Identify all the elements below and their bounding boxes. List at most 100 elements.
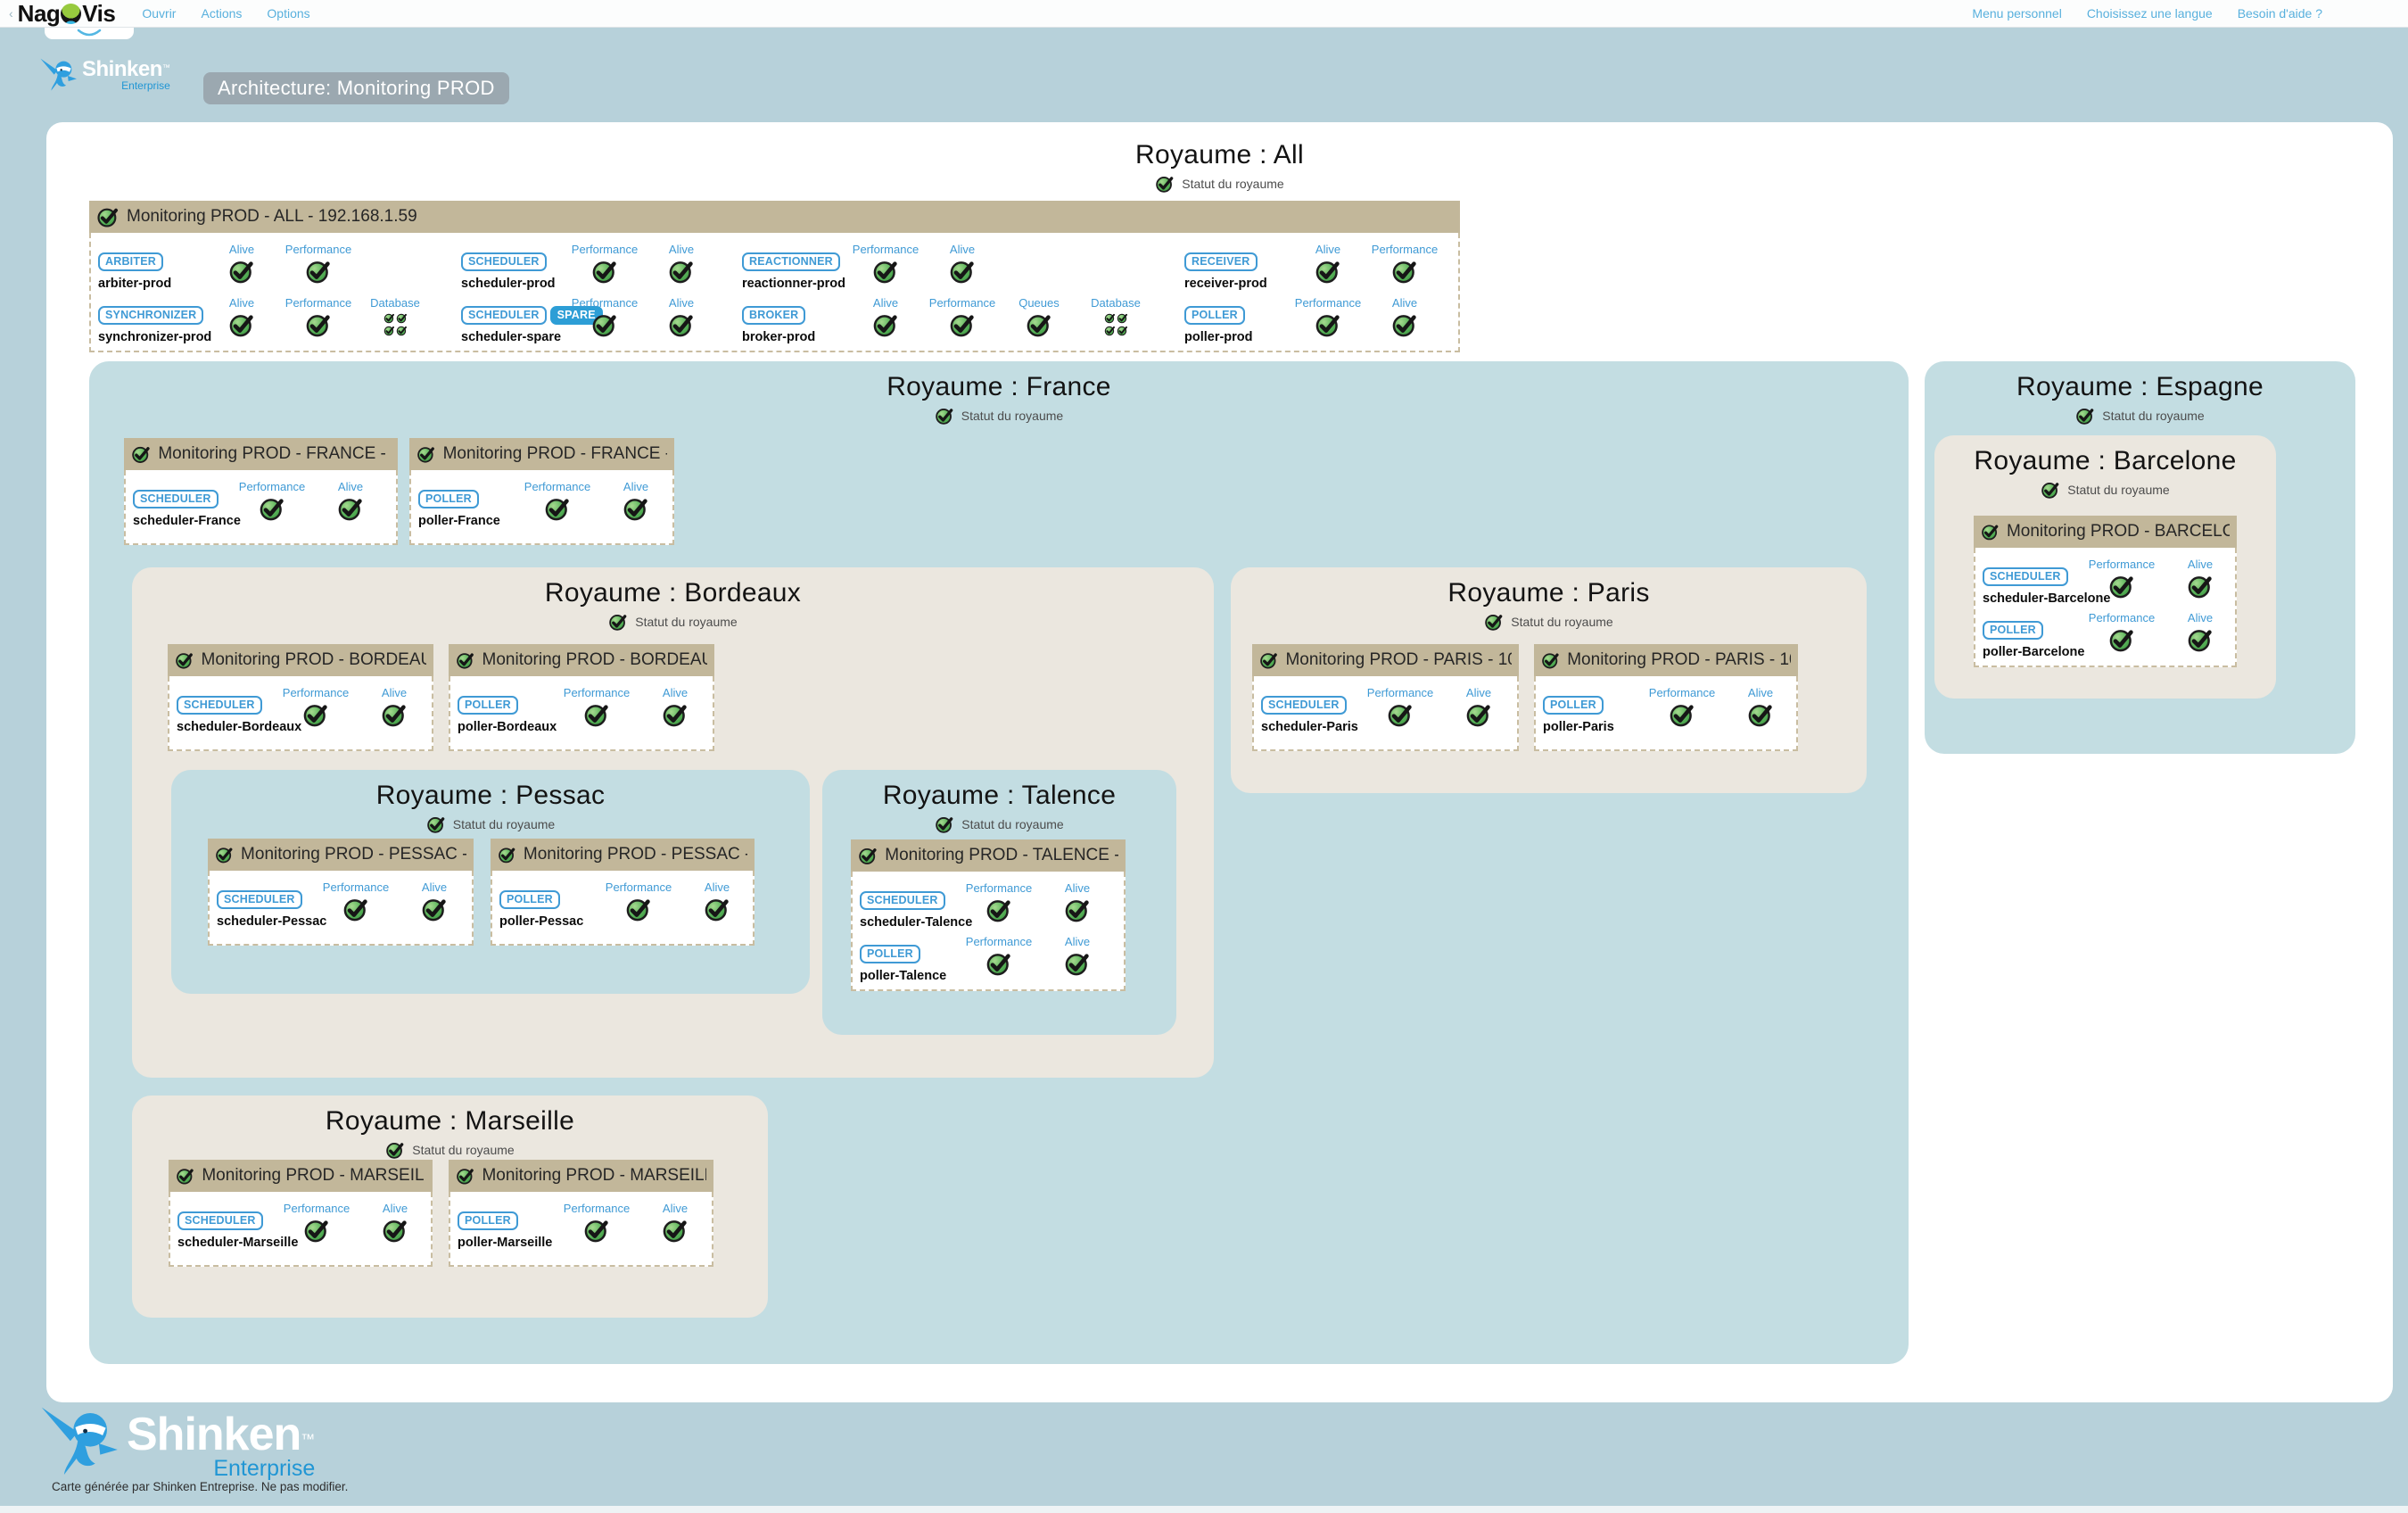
node-name[interactable]: arbiter-prod (98, 277, 172, 291)
service-database[interactable]: Database (357, 294, 433, 336)
node-name[interactable]: poller-Barcelone (1983, 645, 2085, 659)
status-ok-icon[interactable] (385, 1140, 405, 1160)
node-name[interactable]: scheduler-Pessac (217, 914, 327, 929)
node-name[interactable]: poller-Talence (860, 969, 947, 983)
service-status-ok-icon[interactable] (668, 258, 695, 285)
node-type-badge[interactable]: POLLER (418, 490, 479, 508)
monitoring-box-header[interactable]: Monitoring PROD - MARSEILLE - ... (169, 1160, 433, 1192)
node-name[interactable]: poller-France (418, 514, 500, 528)
service-performance[interactable]: Performance (924, 294, 1001, 338)
node-name[interactable]: poller-Pessac (499, 914, 584, 929)
node-type-badge[interactable]: SCHEDULER (860, 891, 945, 910)
sidebar-collapse-icon[interactable]: ‹ (9, 6, 13, 21)
realm-status-pessac[interactable]: Statut du royaume (171, 814, 810, 834)
node-type-badge[interactable]: SCHEDULER (461, 306, 547, 325)
map-title-button[interactable]: Architecture: Monitoring PROD (203, 72, 509, 104)
monitoring-box-header[interactable]: Monitoring PROD - MARSEILLE - ... (449, 1160, 713, 1192)
node-identity[interactable]: BROKER broker-prod (742, 294, 847, 344)
service-performance[interactable]: Performance (2082, 608, 2161, 653)
node-name[interactable]: scheduler-France (133, 514, 241, 528)
service-status-ok-icon[interactable] (1064, 950, 1091, 977)
service-status-ok-icon[interactable] (1747, 701, 1774, 728)
node-type-badge[interactable]: SCHEDULER (177, 696, 262, 715)
service-alive[interactable]: Alive (643, 240, 720, 285)
service-performance[interactable]: Performance (1643, 683, 1721, 728)
service-status-ok-icon[interactable] (305, 258, 332, 285)
service-status-ok-icon[interactable] (949, 311, 976, 338)
status-ok-icon[interactable] (608, 612, 628, 632)
realm-status-talence[interactable]: Statut du royaume (822, 814, 1176, 834)
status-ok-icon[interactable] (426, 814, 446, 834)
node-type-badge[interactable]: REACTIONNER (742, 252, 840, 271)
service-performance[interactable]: Performance (276, 683, 355, 728)
service-alive[interactable]: Alive (311, 477, 390, 522)
status-ok-icon[interactable] (2075, 406, 2095, 426)
service-queues[interactable]: Queues (1001, 294, 1077, 338)
service-status-ok-icon[interactable] (872, 311, 899, 338)
service-status-ok-icon[interactable] (625, 896, 652, 922)
service-status-ok-icon[interactable] (228, 258, 255, 285)
service-status-ok-icon[interactable] (1315, 311, 1341, 338)
node-type-badge[interactable]: SCHEDULER (177, 1211, 263, 1230)
service-status-ok-icon[interactable] (591, 258, 618, 285)
service-status-ok-icon[interactable] (704, 896, 730, 922)
node-identity[interactable]: SCHEDULER scheduler-Pessac (217, 878, 326, 929)
realm-status-paris[interactable]: Statut du royaume (1231, 612, 1867, 632)
service-alive[interactable]: Alive (2161, 608, 2239, 653)
monitoring-box-header[interactable]: Monitoring PROD - BARCELONE -... (1974, 516, 2237, 548)
node-name[interactable]: poller-Paris (1543, 720, 1614, 734)
menu-item-actions[interactable]: Actions (201, 6, 243, 21)
menu-item-langue[interactable]: Choisissez une langue (2086, 6, 2213, 21)
status-ok-icon[interactable] (935, 406, 954, 426)
node-identity[interactable]: POLLER poller-Bordeaux (458, 683, 557, 734)
service-status-ok-icon[interactable] (985, 950, 1012, 977)
node-type-badge[interactable]: BROKER (742, 306, 806, 325)
service-alive[interactable]: Alive (1038, 879, 1117, 923)
service-alive[interactable]: Alive (643, 294, 720, 338)
node-name[interactable]: scheduler-spare (461, 330, 562, 344)
service-alive[interactable]: Alive (203, 294, 280, 338)
node-type-badge[interactable]: SCHEDULER (217, 890, 302, 909)
service-status-ok-quad-icon[interactable] (383, 312, 408, 336)
service-alive[interactable]: Alive (356, 1199, 434, 1244)
monitoring-box-header[interactable]: Monitoring PROD - TALENCE - 10... (851, 839, 1126, 872)
node-name[interactable]: poller-Bordeaux (458, 720, 557, 734)
status-ok-icon[interactable] (935, 814, 954, 834)
service-status-ok-icon[interactable] (583, 701, 610, 728)
realm-status-all[interactable]: Statut du royaume (46, 174, 2393, 194)
header-toggle-tab[interactable] (45, 27, 134, 39)
node-type-badge[interactable]: SCHEDULER (133, 490, 219, 508)
node-type-badge[interactable]: POLLER (458, 696, 518, 715)
node-type-badge[interactable]: POLLER (458, 1211, 518, 1230)
menu-item-ouvrir[interactable]: Ouvrir (142, 6, 177, 21)
service-status-ok-icon[interactable] (2187, 626, 2214, 653)
service-performance[interactable]: Performance (233, 477, 311, 522)
service-alive[interactable]: Alive (203, 240, 280, 285)
service-performance[interactable]: Performance (280, 240, 357, 285)
service-performance[interactable]: Performance (960, 879, 1038, 923)
service-performance[interactable]: Performance (566, 240, 643, 285)
service-status-ok-quad-icon[interactable] (1104, 312, 1128, 336)
service-alive[interactable]: Alive (1038, 932, 1117, 977)
service-alive[interactable]: Alive (1439, 683, 1518, 728)
service-alive[interactable]: Alive (355, 683, 433, 728)
node-name[interactable]: broker-prod (742, 330, 816, 344)
node-spare-badge[interactable]: SPARE (549, 306, 603, 325)
node-type-badge[interactable]: SCHEDULER (461, 252, 547, 271)
service-status-ok-icon[interactable] (382, 1217, 408, 1244)
service-status-ok-icon[interactable] (305, 311, 332, 338)
status-ok-icon[interactable] (1484, 612, 1504, 632)
service-alive[interactable]: Alive (847, 294, 924, 338)
service-status-ok-icon[interactable] (949, 258, 976, 285)
service-status-ok-icon[interactable] (421, 896, 448, 922)
